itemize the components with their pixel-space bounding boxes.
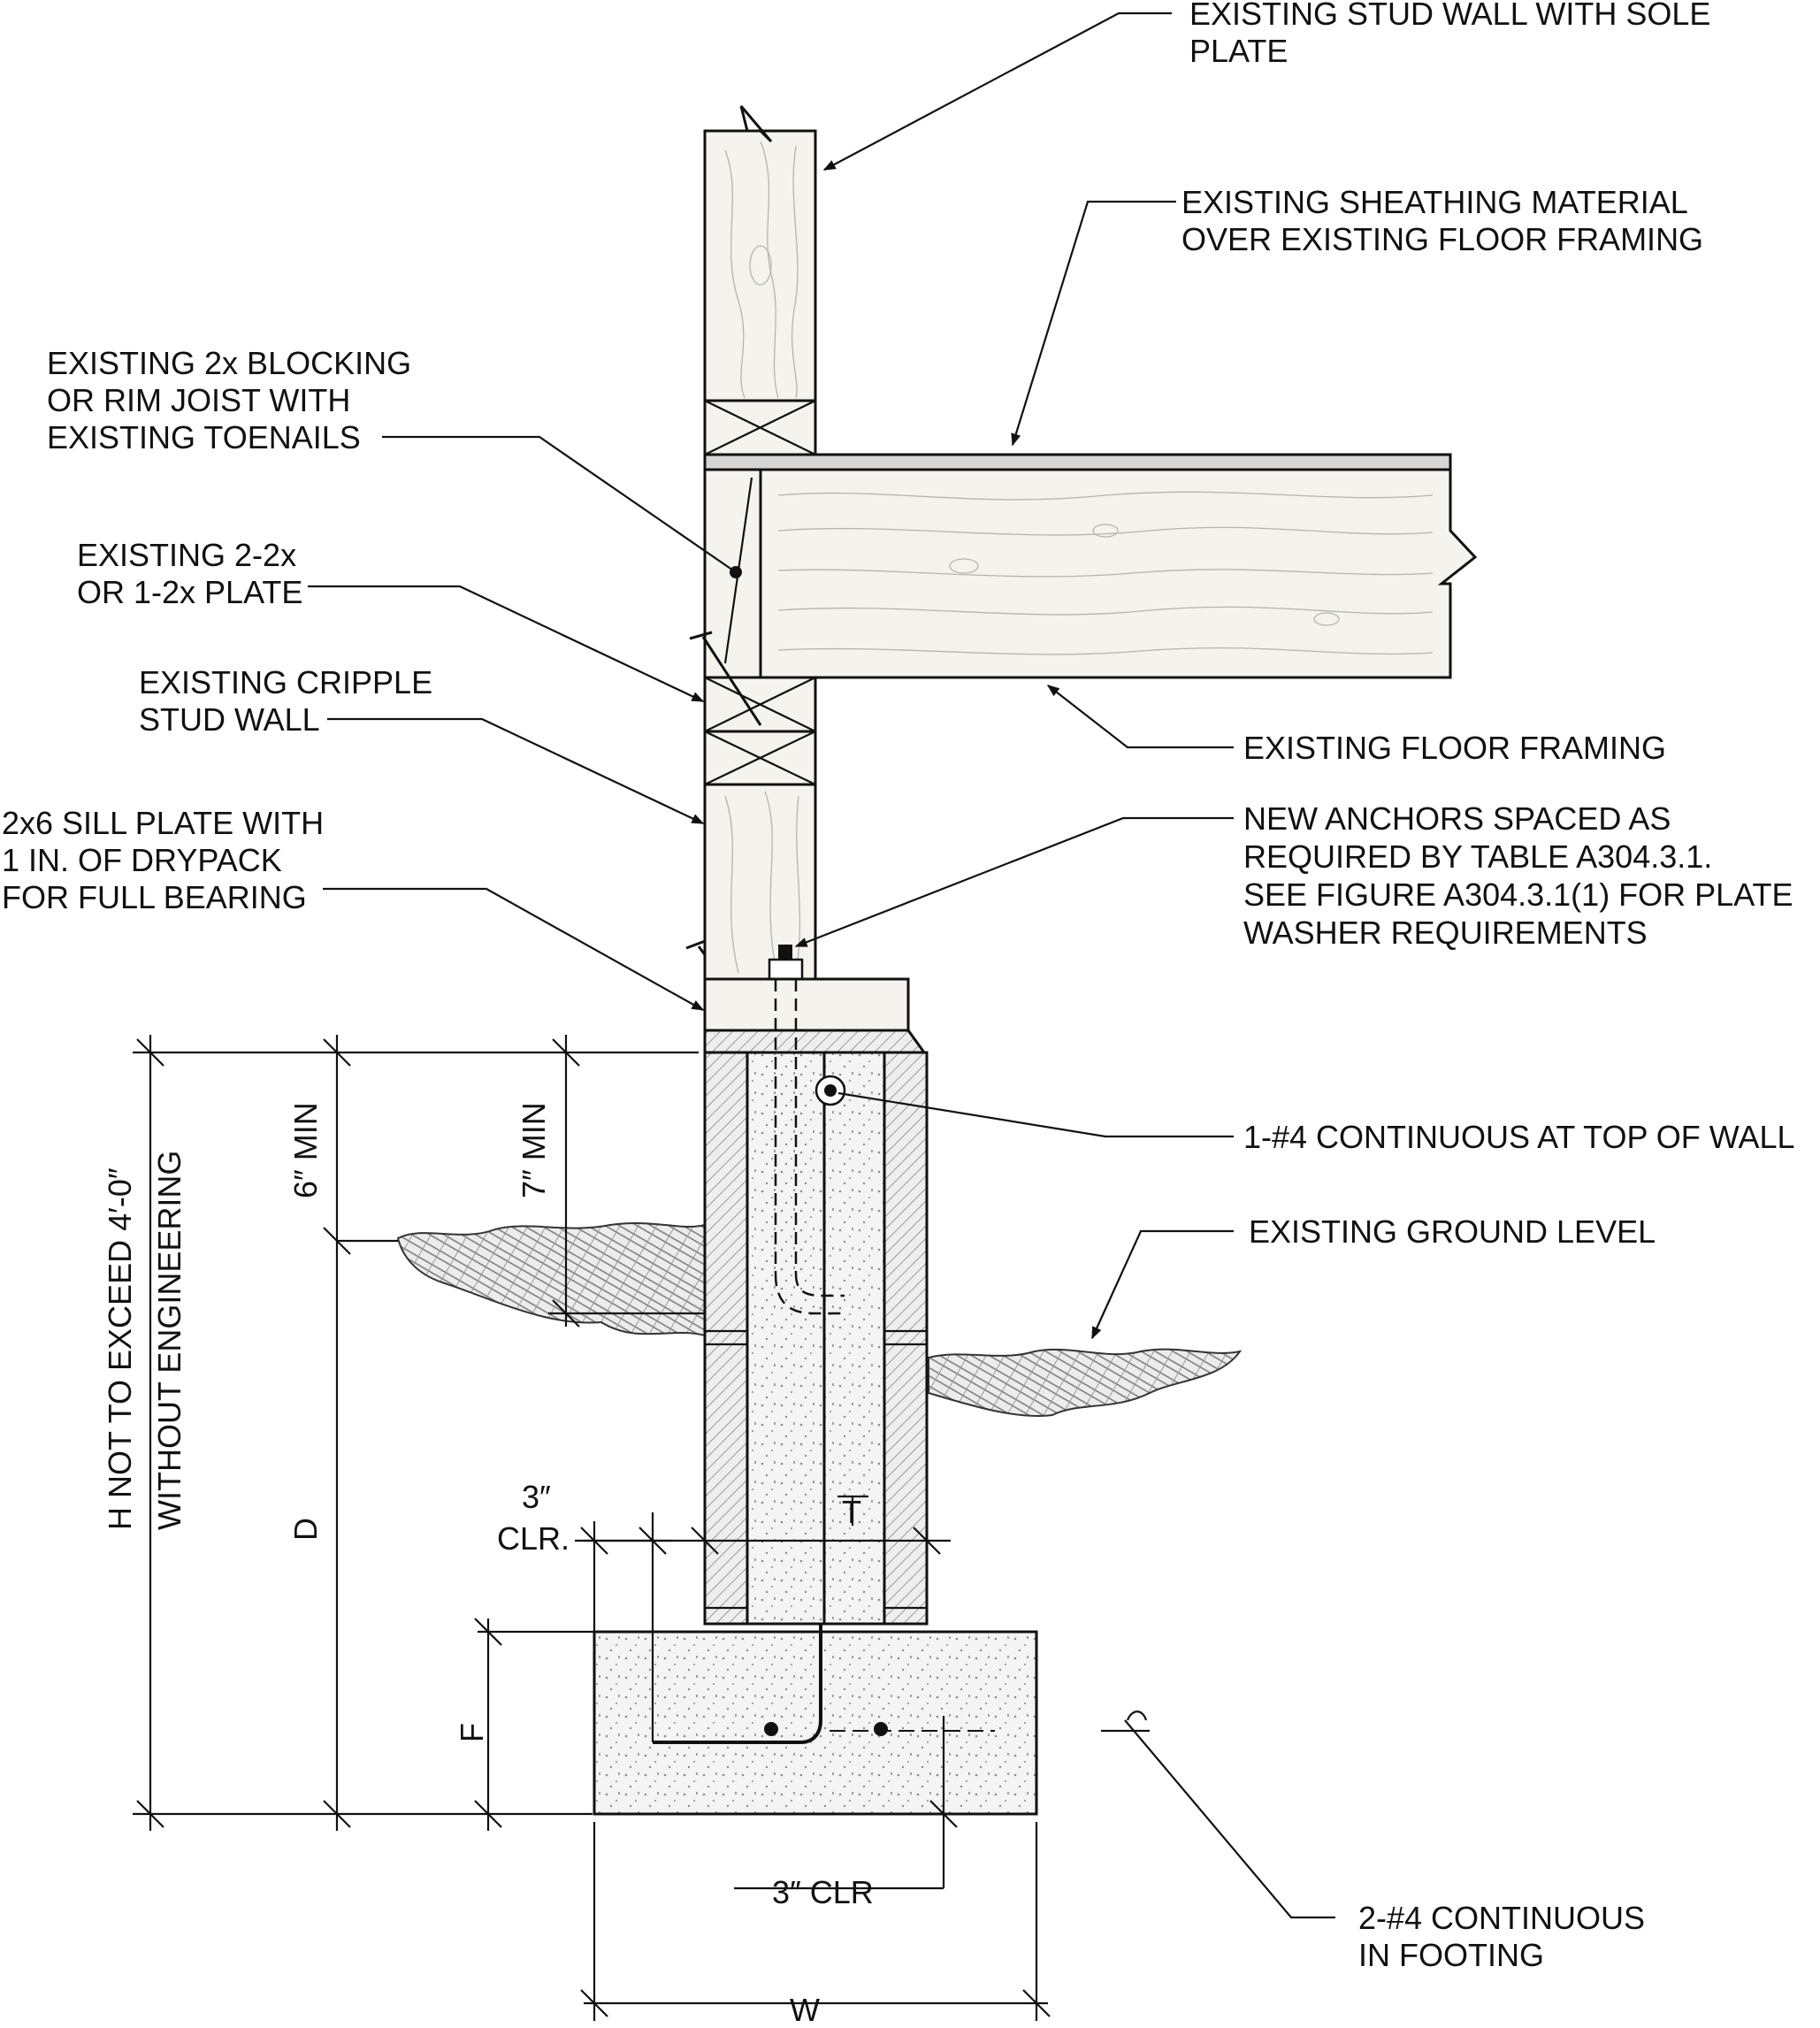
dim-clr-bottom: 3″ CLR xyxy=(772,1874,874,1910)
footing xyxy=(593,1624,1038,1816)
dim-7-min: 7″ MIN xyxy=(516,1102,552,1198)
svg-text:2x6 SILL PLATE WITH: 2x6 SILL PLATE WITH xyxy=(2,805,324,841)
svg-text:SEE FIGURE A304.3.1(1) FOR PLA: SEE FIGURE A304.3.1(1) FOR PLATE xyxy=(1243,876,1793,913)
svg-text:CLR.: CLR. xyxy=(497,1520,570,1557)
cripple-stud xyxy=(703,783,817,981)
dim-d: D xyxy=(287,1518,324,1541)
svg-text:1-#4 CONTINUOUS AT TOP OF WALL: 1-#4 CONTINUOUS AT TOP OF WALL xyxy=(1243,1119,1795,1155)
svg-text:OR 1-2x PLATE: OR 1-2x PLATE xyxy=(77,574,302,610)
svg-text:EXISTING STUD WALL WITH SOLE: EXISTING STUD WALL WITH SOLE xyxy=(1189,0,1710,32)
svg-text:STUD WALL: STUD WALL xyxy=(139,701,320,738)
drypack xyxy=(703,1029,927,1054)
svg-text:3″: 3″ xyxy=(522,1479,551,1515)
svg-text:1 IN. OF DRYPACK: 1 IN. OF DRYPACK xyxy=(2,842,282,878)
label-sheathing: EXISTING SHEATHING MATERIAL OVER EXISTIN… xyxy=(1181,184,1703,257)
label-ground: EXISTING GROUND LEVEL xyxy=(1249,1213,1656,1250)
label-plate: EXISTING 2-2x OR 1-2x PLATE xyxy=(77,537,302,610)
svg-text:2-#4 CONTINUOUS: 2-#4 CONTINUOUS xyxy=(1358,1900,1645,1936)
label-blocking: EXISTING 2x BLOCKING OR RIM JOIST WITH E… xyxy=(47,345,411,455)
svg-text:WASHER REQUIREMENTS: WASHER REQUIREMENTS xyxy=(1243,915,1648,951)
svg-text:NEW ANCHORS SPACED AS: NEW ANCHORS SPACED AS xyxy=(1243,800,1671,837)
svg-text:EXISTING 2-2x: EXISTING 2-2x xyxy=(77,537,296,573)
sill-plate xyxy=(703,977,910,1032)
floor-joist xyxy=(759,468,1478,679)
sheathing xyxy=(703,453,1452,471)
top-rebar xyxy=(814,1075,846,1106)
top-plate xyxy=(703,676,817,786)
dim-clr-side: 3″ CLR. xyxy=(497,1479,570,1557)
label-sill: 2x6 SILL PLATE WITH 1 IN. OF DRYPACK FOR… xyxy=(2,805,324,915)
dim-w: W xyxy=(790,1992,820,2028)
label-footing-bars: 2-#4 CONTINUOUS IN FOOTING xyxy=(1358,1900,1645,1973)
svg-text:WITHOUT ENGINEERING: WITHOUT ENGINEERING xyxy=(151,1151,187,1530)
dim-f: F xyxy=(454,1723,490,1742)
dim-h-limit: H NOT TO EXCEED 4′-0″ WITHOUT ENGINEERIN… xyxy=(102,1151,187,1530)
svg-text:EXISTING 2x BLOCKING: EXISTING 2x BLOCKING xyxy=(47,345,411,381)
label-cripple: EXISTING CRIPPLE STUD WALL xyxy=(139,664,432,738)
ground-soil xyxy=(396,1222,1243,1417)
svg-text:REQUIRED BY TABLE A304.3.1.: REQUIRED BY TABLE A304.3.1. xyxy=(1243,838,1712,875)
svg-text:H NOT TO EXCEED 4′-0″: H NOT TO EXCEED 4′-0″ xyxy=(102,1167,138,1530)
label-stud-wall: EXISTING STUD WALL WITH SOLE PLATE xyxy=(1189,0,1710,69)
anchor-bolt xyxy=(774,979,845,1315)
label-floor-framing: EXISTING FLOOR FRAMING xyxy=(1243,730,1666,766)
svg-text:EXISTING TOENAILS: EXISTING TOENAILS xyxy=(47,419,361,455)
svg-text:OR RIM JOIST WITH: OR RIM JOIST WITH xyxy=(47,382,350,418)
svg-text:PLATE: PLATE xyxy=(1189,33,1288,69)
svg-text:EXISTING SHEATHING MATERIAL: EXISTING SHEATHING MATERIAL xyxy=(1181,184,1688,220)
leader-lines xyxy=(308,11,1335,1919)
label-anchors: NEW ANCHORS SPACED AS REQUIRED BY TABLE … xyxy=(1243,800,1793,951)
svg-text:EXISTING GROUND LEVEL: EXISTING GROUND LEVEL xyxy=(1249,1213,1656,1250)
svg-text:IN FOOTING: IN FOOTING xyxy=(1358,1937,1544,1973)
dim-6-min: 6″ MIN xyxy=(287,1102,324,1198)
label-top-bar: 1-#4 CONTINUOUS AT TOP OF WALL xyxy=(1243,1119,1795,1155)
dimension-lines xyxy=(133,1035,1051,2021)
svg-text:OVER EXISTING FLOOR FRAMING: OVER EXISTING FLOOR FRAMING xyxy=(1181,221,1703,257)
existing-stud-wall xyxy=(703,105,817,456)
svg-text:EXISTING CRIPPLE: EXISTING CRIPPLE xyxy=(139,664,432,700)
svg-text:FOR FULL BEARING: FOR FULL BEARING xyxy=(2,879,307,915)
anchor-bolt-head xyxy=(768,945,804,981)
dim-t: T xyxy=(842,1494,861,1530)
svg-text:EXISTING FLOOR FRAMING: EXISTING FLOOR FRAMING xyxy=(1243,730,1666,766)
stem-wall xyxy=(703,1051,929,1626)
